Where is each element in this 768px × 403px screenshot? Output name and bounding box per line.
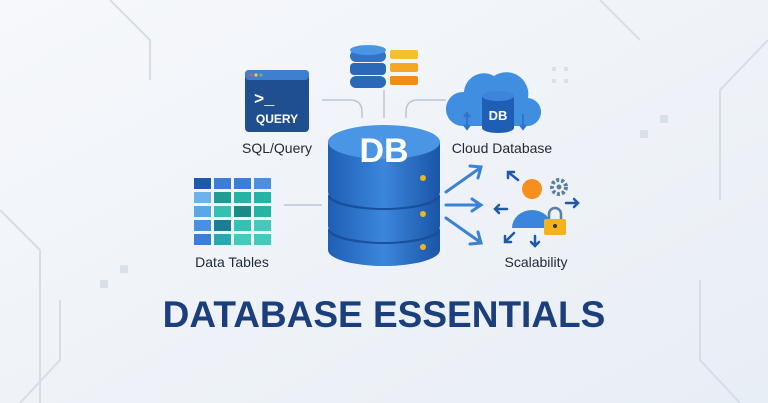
data-tables-label: Data Tables <box>195 254 269 270</box>
center-db-label: DB <box>359 132 408 170</box>
scalability-icon <box>493 170 580 248</box>
cloud-db-text: DB <box>489 108 508 123</box>
connector-lines <box>284 90 446 206</box>
cloud-database-label: Cloud Database <box>452 140 553 156</box>
prompt-glyph: >_ <box>254 91 275 110</box>
scalability-label: Scalability <box>504 254 567 270</box>
arrows-to-scalability <box>444 164 484 246</box>
dots-decoration <box>100 67 668 288</box>
sql-query-icon: >_ QUERY <box>245 70 309 132</box>
data-tables-icon <box>194 178 271 245</box>
page-title: DATABASE ESSENTIALS <box>163 294 606 335</box>
cloud-database-icon: DB <box>445 72 542 133</box>
database-stack-icon <box>350 45 418 88</box>
central-database-icon: DB <box>328 125 440 266</box>
sql-query-label: SQL/Query <box>242 140 312 156</box>
query-icon-text: QUERY <box>256 112 298 126</box>
